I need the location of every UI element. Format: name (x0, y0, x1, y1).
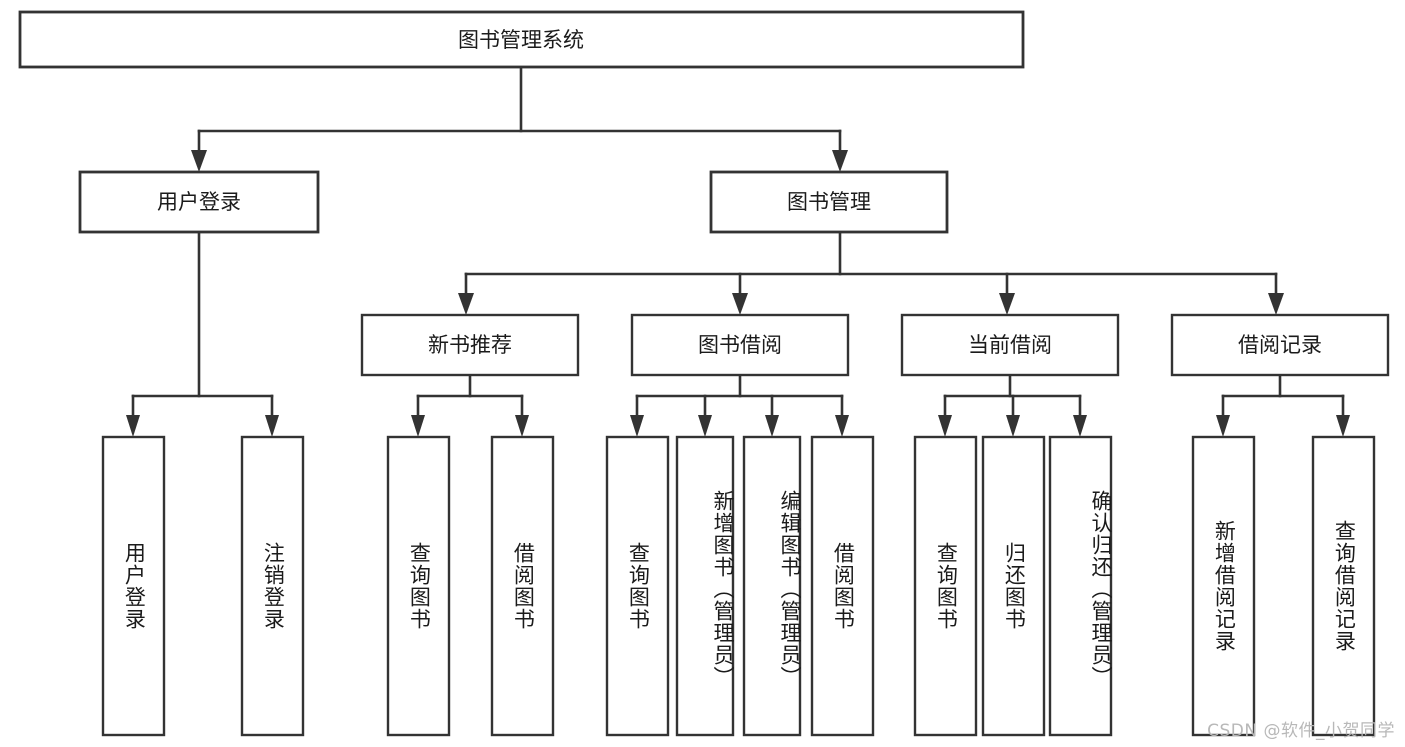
arrow-head-user-login-leaf2 (265, 415, 279, 437)
node-label-root: 图书管理系统 (458, 28, 584, 52)
arrow-head-user-login-leaf1 (126, 415, 140, 437)
node-label-user-login: 用户登录 (157, 190, 241, 214)
arrow-head-current-borrow-leaf3 (1073, 415, 1087, 437)
arrow-head-current-borrow-leaf1 (938, 415, 952, 437)
watermark-text: CSDN @软件_小贺同学 (1207, 721, 1395, 741)
node-box-book-borrow-leaf-1[interactable] (605, 435, 670, 737)
arrow-head-book-borrow-leaf2 (698, 415, 712, 437)
arrow-head-user-login (191, 150, 207, 172)
arrow-head-new-book-rec (458, 293, 474, 315)
arrow-head-new-book-rec-leaf1 (411, 415, 425, 437)
node-label-current-borrow: 当前借阅 (968, 333, 1052, 357)
node-box-current-borrow-leaf-3[interactable] (1048, 435, 1113, 737)
node-box-current-borrow-leaf-1[interactable] (913, 435, 978, 737)
node-box-current-borrow[interactable] (900, 313, 1120, 377)
node-box-new-book-rec[interactable] (360, 313, 580, 377)
arrow-head-book-borrow-leaf1 (630, 415, 644, 437)
node-box-book-borrow-leaf-2[interactable] (675, 435, 735, 737)
node-label-book-borrow: 图书借阅 (698, 333, 782, 357)
node-box-borrow-record[interactable] (1170, 313, 1390, 377)
node-group: 图书管理系统 用户登录 图书管理 新书推荐 图书借阅 当前借阅 借阅记录 (18, 10, 1390, 737)
node-box-book-manage[interactable] (709, 170, 949, 234)
node-box-book-borrow-leaf-3[interactable] (742, 435, 802, 737)
node-box-new-book-rec-leaf-2[interactable] (490, 435, 555, 737)
node-box-current-borrow-leaf-2[interactable] (981, 435, 1046, 737)
arrow-head-new-book-rec-leaf2 (515, 415, 529, 437)
arrow-head-current-borrow-leaf2 (1006, 415, 1020, 437)
node-box-book-borrow[interactable] (630, 313, 850, 377)
arrow-head-borrow-record (1268, 293, 1284, 315)
node-box-user-login-leaf-2[interactable] (240, 435, 305, 737)
node-label-book-manage: 图书管理 (787, 190, 871, 214)
connector-group (126, 65, 1350, 437)
node-box-new-book-rec-leaf-1[interactable] (386, 435, 451, 737)
arrow-head-current-borrow (999, 293, 1015, 315)
arrow-head-book-borrow-leaf3 (765, 415, 779, 437)
arrow-head-book-manage (832, 150, 848, 172)
arrow-head-borrow-record-leaf1 (1216, 415, 1230, 437)
arrow-head-book-borrow (732, 293, 748, 315)
node-box-user-login[interactable] (78, 170, 320, 234)
node-box-user-login-leaf-1[interactable] (101, 435, 166, 737)
arrow-head-borrow-record-leaf2 (1336, 415, 1350, 437)
node-label-borrow-record: 借阅记录 (1238, 333, 1322, 357)
node-box-root[interactable] (18, 10, 1025, 69)
node-label-new-book-rec: 新书推荐 (428, 333, 512, 357)
arrow-head-book-borrow-leaf4 (835, 415, 849, 437)
node-box-book-borrow-leaf-4[interactable] (810, 435, 875, 737)
node-box-borrow-record-leaf-2[interactable] (1311, 435, 1376, 737)
node-box-borrow-record-leaf-1[interactable] (1191, 435, 1256, 737)
